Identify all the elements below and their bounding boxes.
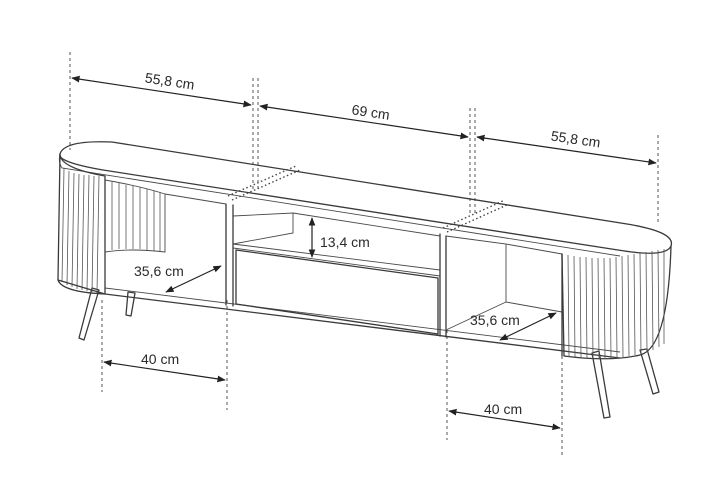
dim-arrow-center <box>259 103 469 140</box>
label-side-width-left: 55,8 cm <box>144 69 196 92</box>
leg-back-right <box>639 348 660 395</box>
dim-arrow-compartment-left <box>103 359 226 383</box>
top-surface <box>59 141 673 254</box>
leg-front-left <box>78 287 100 341</box>
label-compartment-right: 40 cm <box>484 401 522 417</box>
label-center-width: 69 cm <box>351 101 391 122</box>
dimension-labels: 55,8 cm 69 cm 55,8 cm 13,4 cm 35,6 cm 35… <box>134 69 602 417</box>
center-shelf <box>232 243 441 271</box>
cabinet-body <box>57 141 673 360</box>
label-depth-left: 35,6 cm <box>134 263 184 279</box>
center-inner-back <box>232 212 294 245</box>
left-inner-slats <box>104 179 166 253</box>
label-side-width-right: 55,8 cm <box>550 128 602 151</box>
dim-arrow-depth-left <box>165 265 222 293</box>
extension-lines <box>69 52 659 458</box>
dim-arrow-compartment-right <box>448 408 561 431</box>
left-slats <box>61 167 100 294</box>
leg-back-left <box>125 291 136 317</box>
dim-arrow-side-left <box>71 75 252 108</box>
legs <box>78 287 660 419</box>
leg-front-right <box>591 350 611 419</box>
drawer-front <box>235 249 439 335</box>
dimension-arrows <box>71 75 657 431</box>
dim-arrow-depth-right <box>499 312 557 341</box>
right-compartment-back <box>445 235 507 331</box>
label-depth-right: 35,6 cm <box>470 312 520 328</box>
right-slats <box>567 249 665 360</box>
dim-arrow-side-right <box>476 134 657 166</box>
label-drawer-height: 13,4 cm <box>320 234 370 250</box>
label-compartment-left: 40 cm <box>141 351 179 367</box>
